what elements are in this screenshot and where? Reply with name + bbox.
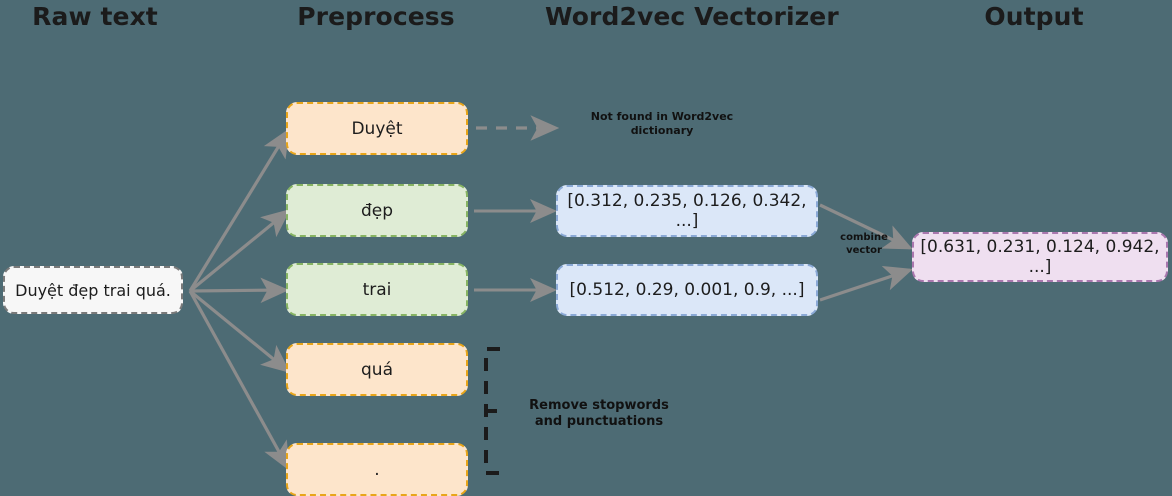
annotation-not-found: Not found in Word2vec dictionary [590,110,734,137]
header-raw-text: Raw text [32,2,158,31]
token-box-duyet: Duyệt [286,102,468,155]
stopword-bracket [484,347,500,475]
token-box-punctuation: . [286,443,468,496]
header-preprocess: Preprocess [297,2,455,31]
annotation-remove-stopwords: Remove stopwords and punctuations [529,398,669,430]
arrow-raw-to-duyet [188,128,290,292]
raw-text-box: Duyệt đẹp trai quá. [3,266,183,314]
diagram-canvas: Raw text Preprocess Word2vec Vectorizer … [3,2,1168,496]
arrow-raw-to-dot [188,290,290,471]
arrow-raw-to-trai [189,277,290,304]
arrow-raw-to-qua [188,289,291,374]
header-word2vec-vectorizer: Word2vec Vectorizer [545,2,839,31]
header-output: Output [984,2,1084,31]
arrow-vector-trai-to-output [819,265,914,302]
token-box-dep: đẹp [286,184,468,237]
token-box-qua: quá [286,343,468,396]
arrow-raw-to-dep [188,208,291,293]
vector-box-dep: [0.312, 0.235, 0.126, 0.342, ...] [556,185,818,237]
annotation-combine-vector: combine vector [840,232,888,256]
token-box-trai: trai [286,263,468,316]
output-vector-box: [0.631, 0.231, 0.124, 0.942, ...] [912,232,1168,282]
vector-box-trai: [0.512, 0.29, 0.001, 0.9, ...] [556,264,818,316]
